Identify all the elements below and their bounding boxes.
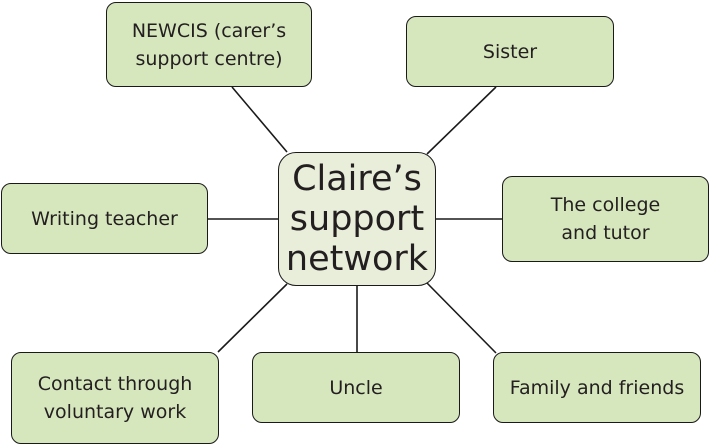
node-college: The college and tutor xyxy=(502,176,709,262)
center-node-label: Claire’s support network xyxy=(285,159,429,279)
node-family: Family and friends xyxy=(493,352,701,423)
node-uncle-label: Uncle xyxy=(329,376,383,399)
node-sister: Sister xyxy=(406,16,614,87)
node-newcis: NEWCIS (carer’s support centre) xyxy=(106,2,312,87)
node-writing-teacher-label: Writing teacher xyxy=(31,207,178,230)
connector-voluntary xyxy=(217,283,288,353)
connector-family xyxy=(426,282,497,354)
node-college-label: The college and tutor xyxy=(550,194,661,244)
node-sister-label: Sister xyxy=(482,40,538,63)
center-node: Claire’s support network xyxy=(278,152,436,286)
node-voluntary-label: Contact through voluntary work xyxy=(37,373,193,423)
node-uncle: Uncle xyxy=(252,352,460,423)
node-newcis-label: NEWCIS (carer’s support centre) xyxy=(131,19,287,70)
node-family-label: Family and friends xyxy=(509,376,685,399)
node-writing-teacher: Writing teacher xyxy=(1,183,208,254)
connector-sister xyxy=(426,86,497,155)
connector-newcis xyxy=(231,86,288,153)
node-voluntary: Contact through voluntary work xyxy=(11,352,219,444)
